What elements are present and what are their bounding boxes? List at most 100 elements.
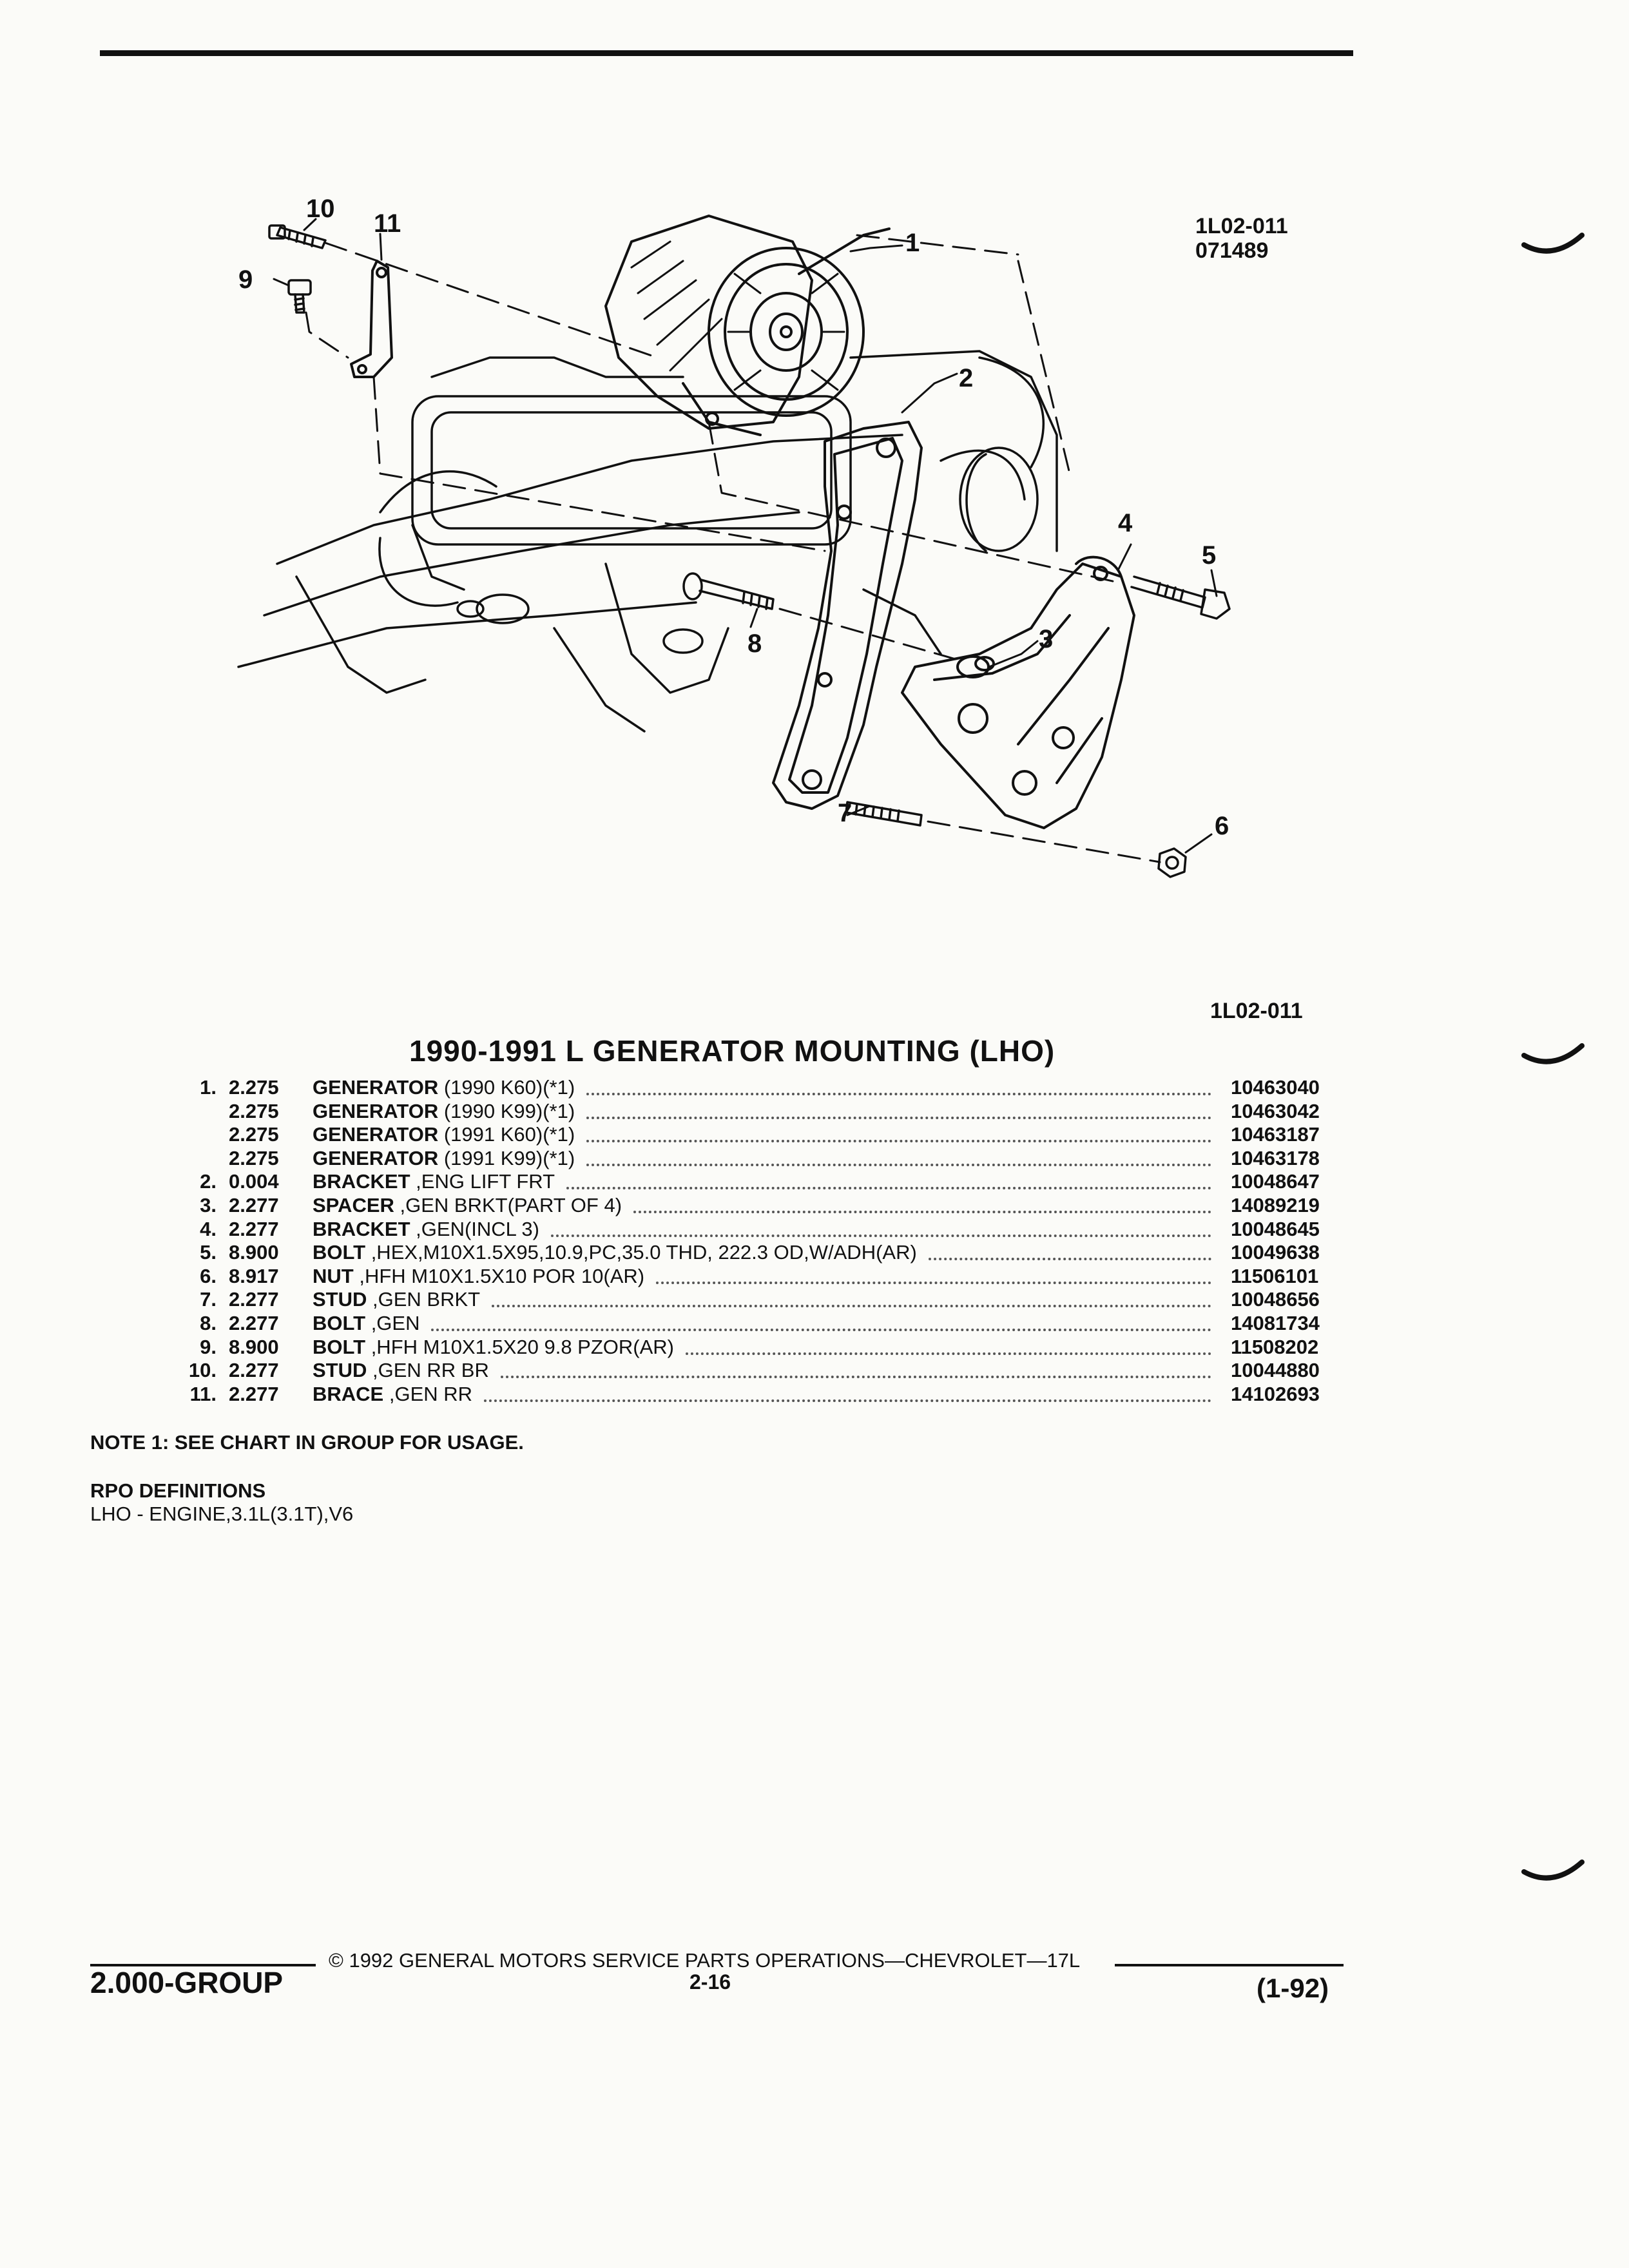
group-number: 8.917 [229,1264,279,1287]
figure-id-date: 071489 [1195,238,1269,263]
binder-mark [1521,233,1585,254]
callout-11: 11 [374,209,401,238]
callout-9: 9 [238,265,253,294]
part-number: 14089219 [1231,1193,1320,1216]
part-name: GENERATOR [313,1076,439,1099]
part-detail: (1990 K99)(*1) [438,1099,575,1122]
group-number: 2.277 [229,1193,279,1216]
generator [604,215,891,436]
bolt-5 [1130,575,1231,620]
item-number: 9. [200,1335,217,1358]
part-detail: ,GEN BRKT [367,1288,481,1311]
part-description: STUD ,GEN RR BR [313,1359,489,1382]
part-number: 10463042 [1231,1099,1320,1122]
bolt-9 [287,279,312,314]
page-title: 1990-1991 L GENERATOR MOUNTING (LHO) [409,1034,1055,1068]
item-number: 8. [200,1311,217,1334]
part-number: 10044880 [1231,1359,1320,1382]
part-name: BRACE [313,1382,384,1405]
leader-dots [633,1210,1211,1216]
callout-6: 6 [1215,812,1229,840]
part-name: GENERATOR [313,1146,439,1169]
stud-rear [268,224,327,249]
part-name: BOLT [313,1311,366,1334]
leader-dots [501,1376,1211,1381]
part-number: 11508202 [1231,1335,1319,1358]
group-number: 8.900 [229,1241,279,1264]
part-description: GENERATOR (1990 K60)(*1) [313,1076,575,1099]
item-number: 2. [200,1170,217,1193]
group-number: 0.004 [229,1170,279,1193]
group-number: 2.275 [229,1099,279,1122]
callout-7: 7 [838,799,852,827]
item-number: 6. [200,1264,217,1287]
leader-dots [586,1093,1211,1098]
generator-bracket [901,555,1135,829]
rpo-definition: LHO - ENGINE,3.1L(3.1T),V6 [90,1503,354,1525]
part-description: GENERATOR (1991 K99)(*1) [313,1147,575,1170]
part-number: 10463187 [1231,1123,1320,1146]
footer-group: 2.000-GROUP [90,1966,284,1999]
part-detail: ,GEN BRKT(PART OF 4) [394,1193,622,1216]
part-description: GENERATOR (1991 K60)(*1) [313,1123,575,1146]
part-name: BRACKET [313,1217,410,1240]
part-name: NUT [313,1264,354,1287]
part-detail: ,GEN RR [383,1382,473,1405]
leader-lines [273,218,1218,854]
figure-id-bottom: 1L02-011 [1210,999,1303,1023]
callout-8: 8 [747,629,762,658]
engine-lift-bracket [772,421,923,810]
engine-outline [237,350,1058,733]
leader-dots [431,1328,1211,1334]
leader-dots [586,1116,1211,1122]
callout-4: 4 [1118,509,1133,537]
item-number: 5. [200,1241,217,1264]
binder-mark [1521,1860,1585,1881]
group-number: 2.277 [229,1311,279,1334]
leader-dots [686,1352,1211,1358]
leader-dots [586,1140,1211,1145]
usage-note: NOTE 1: SEE CHART IN GROUP FOR USAGE. [90,1431,524,1454]
generator-mounting-diagram: 1 2 3 4 5 6 7 8 9 10 11 [219,164,1289,970]
item-number: 10. [188,1359,217,1382]
item-number: 11. [189,1382,217,1405]
parts-row: 5. 8.900 BOLT ,HEX,M10X1.5X95,10.9,PC,35.0… [0,1241,1629,1265]
part-description: BOLT ,HEX,M10X1.5X95,10.9,PC,35.0 THD, 2… [313,1241,917,1264]
nut-6 [1157,847,1187,878]
parts-row: 2.275 GENERATOR (1991 K60)(*1) 10463187 [0,1123,1629,1147]
footer-rule-right [1115,1964,1344,1966]
part-detail: ,GEN(INCL 3) [410,1217,539,1240]
callout-numbers: 1 2 3 4 5 6 7 8 9 10 11 [238,195,1229,840]
item-number: 4. [200,1217,217,1240]
figure-id-code: 1L02-011 [1195,214,1288,238]
part-description: GENERATOR (1990 K99)(*1) [313,1100,575,1123]
part-description: BRACE ,GEN RR [313,1383,472,1406]
leader-dots [929,1258,1211,1263]
part-name: STUD [313,1359,367,1382]
callout-5: 5 [1202,541,1216,570]
figure-id-top: 1L02-011 071489 [1195,214,1288,263]
part-description: NUT ,HFH M10X1.5X10 POR 10(AR) [313,1265,644,1288]
group-number: 8.900 [229,1335,279,1358]
group-number: 2.275 [229,1076,279,1099]
leader-dots [656,1281,1211,1287]
group-number: 2.275 [229,1123,279,1146]
part-detail: ,HEX,M10X1.5X95,10.9,PC,35.0 THD, 222.3 … [365,1241,917,1264]
callout-10: 10 [306,195,335,223]
part-name: STUD [313,1288,367,1311]
bolt-8 [682,572,775,610]
top-rule [100,50,1353,56]
part-detail: (1991 K60)(*1) [438,1123,575,1146]
parts-row: 2.275 GENERATOR (1990 K99)(*1) 10463042 [0,1100,1629,1124]
rear-brace [350,260,393,378]
part-number: 14081734 [1231,1311,1320,1334]
